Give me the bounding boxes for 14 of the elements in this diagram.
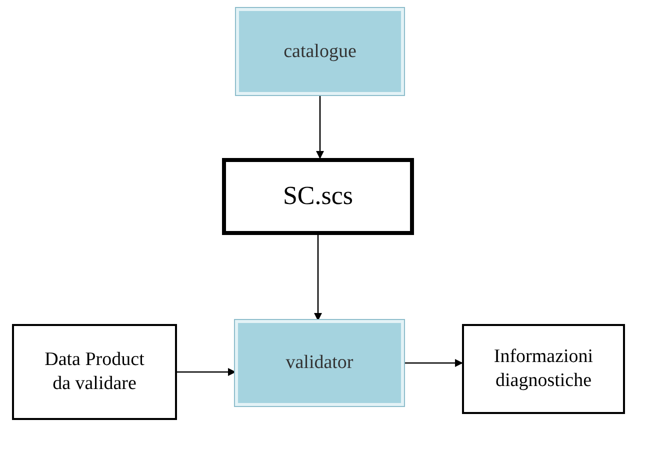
- arrow: [314, 235, 322, 321]
- node-label: SC.scs: [282, 180, 354, 212]
- io-box: [12, 324, 177, 420]
- arrow: [316, 95, 324, 159]
- node-label: validator: [286, 351, 354, 375]
- arrow: [177, 368, 236, 376]
- node-label: Informazioni diagnostiche: [492, 345, 594, 393]
- arrow: [404, 359, 463, 367]
- process-box: [235, 320, 404, 406]
- node-label: Data Product da validare: [44, 348, 146, 396]
- process-box: [236, 8, 404, 95]
- node-label: catalogue: [284, 40, 356, 64]
- io-box: [462, 324, 625, 414]
- file-box: [222, 158, 414, 235]
